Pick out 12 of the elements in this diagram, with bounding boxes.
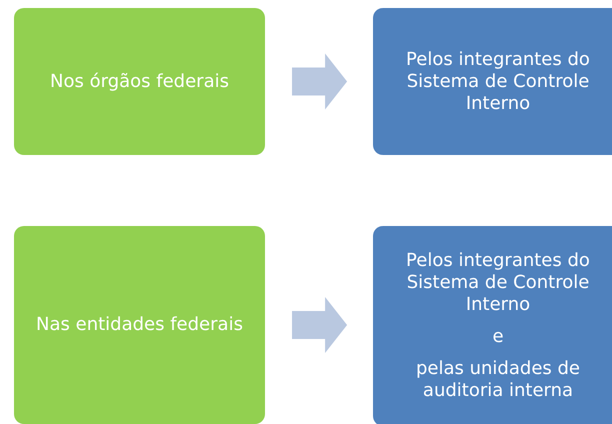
description-box (373, 226, 612, 424)
category-box (14, 8, 265, 155)
category-box (14, 226, 265, 424)
box-text: Pelos integrantes do Sistema de Controle Interno (405, 48, 591, 114)
box-text: Pelos integrantes do Sistema de Controle Interno (405, 250, 591, 316)
box-text: Nas entidades federais (36, 314, 243, 336)
block-arrow (292, 297, 348, 353)
box-text: pelas unidades de auditoria interna (414, 358, 581, 402)
block-arrow (292, 54, 348, 110)
box-text: e (492, 326, 504, 348)
description-box (373, 8, 612, 155)
box-text: Nos órgãos federais (50, 70, 229, 92)
